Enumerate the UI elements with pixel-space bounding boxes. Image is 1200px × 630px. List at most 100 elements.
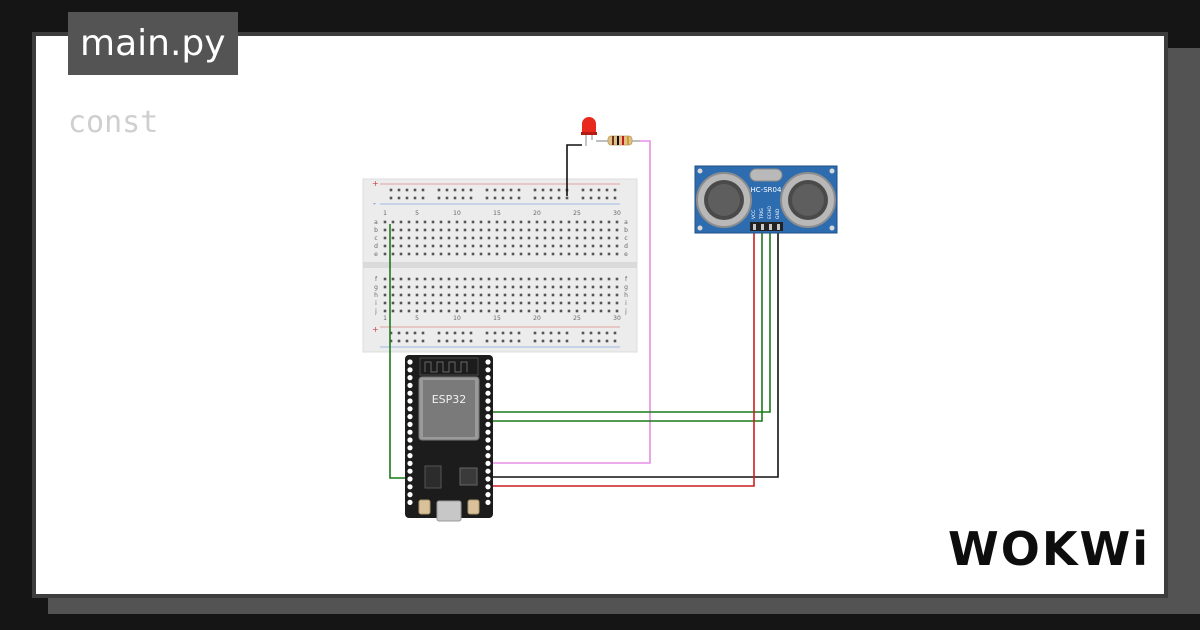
esp32-pin[interactable] (407, 468, 413, 474)
breadboard-hole (583, 309, 587, 313)
breadboard-hole (383, 236, 387, 240)
breadboard-hole (391, 220, 395, 224)
breadboard-hole (527, 277, 531, 281)
esp32-pin[interactable] (407, 367, 413, 373)
breadboard-hole (415, 301, 419, 305)
breadboard-hole (575, 252, 579, 256)
breadboard-hole (543, 301, 547, 305)
breadboard-hole (415, 293, 419, 297)
esp32-pin[interactable] (485, 460, 491, 466)
breadboard-hole (397, 188, 401, 192)
breadboard-hole (471, 220, 475, 224)
esp32-pin[interactable] (407, 460, 413, 466)
breadboard-hole (551, 252, 555, 256)
breadboard-hole (517, 188, 521, 192)
breadboard-hole (589, 339, 593, 343)
breadboard-hole (431, 301, 435, 305)
breadboard-hole (463, 301, 467, 305)
breadboard-row-label: g (624, 284, 628, 291)
breadboard-column-label: 15 (493, 210, 501, 217)
esp32-pin[interactable] (407, 445, 413, 451)
esp32-pin[interactable] (407, 499, 413, 505)
breadboard-hole (615, 244, 619, 248)
breadboard-hole (485, 339, 489, 343)
breadboard-hole (479, 252, 483, 256)
breadboard-hole (383, 285, 387, 289)
esp32-pin[interactable] (407, 382, 413, 388)
esp32-pin[interactable] (485, 429, 491, 435)
esp32-pin[interactable] (485, 484, 491, 490)
esp32-pin[interactable] (485, 468, 491, 474)
esp32-pin[interactable] (407, 398, 413, 404)
esp32-pin[interactable] (407, 390, 413, 396)
breadboard-hole (565, 339, 569, 343)
breadboard-hole (391, 301, 395, 305)
breadboard-hole (605, 188, 609, 192)
breadboard-hole (407, 301, 411, 305)
breadboard-hole (447, 285, 451, 289)
breadboard-hole (549, 331, 553, 335)
breadboard-hole (487, 220, 491, 224)
breadboard-hole (487, 277, 491, 281)
breadboard-hole (533, 188, 537, 192)
esp32-board[interactable]: ESP32 (405, 355, 493, 522)
led-red-icon[interactable] (582, 117, 596, 134)
breadboard-hole (509, 188, 513, 192)
esp32-pin[interactable] (407, 437, 413, 443)
sensor-pin-label: ECHO (767, 206, 773, 219)
esp32-pin[interactable] (407, 453, 413, 459)
esp32-pin[interactable] (485, 406, 491, 412)
esp32-pin[interactable] (407, 375, 413, 381)
breadboard-hole (479, 228, 483, 232)
esp32-pin[interactable] (485, 359, 491, 365)
usb-serial-chip (459, 467, 478, 486)
breadboard-hole (389, 331, 393, 335)
esp32-pin[interactable] (485, 437, 491, 443)
reset-button[interactable] (467, 499, 480, 515)
esp32-pin[interactable] (485, 375, 491, 381)
esp32-pin[interactable] (485, 492, 491, 498)
esp32-pin[interactable] (485, 382, 491, 388)
breadboard-hole (565, 196, 569, 200)
esp32-pin[interactable] (407, 414, 413, 420)
esp32-pin[interactable] (485, 414, 491, 420)
sensor-pin-label: VCC (751, 210, 757, 219)
wire-green-breadboard (389, 224, 410, 479)
esp32-pin[interactable] (485, 499, 491, 505)
esp32-pin[interactable] (407, 359, 413, 365)
esp32-pin[interactable] (407, 406, 413, 412)
breadboard-row-label: h (624, 292, 628, 299)
breadboard-hole (575, 228, 579, 232)
breadboard-hole (431, 277, 435, 281)
breadboard-hole (517, 196, 521, 200)
file-tab-main-py[interactable]: main.py (68, 12, 238, 75)
esp32-pin[interactable] (407, 484, 413, 490)
breadboard-hole (447, 293, 451, 297)
esp32-pin[interactable] (485, 367, 491, 373)
breadboard-hole (415, 228, 419, 232)
esp32-pin[interactable] (407, 421, 413, 427)
breadboard-hole (503, 277, 507, 281)
breadboard-hole (421, 331, 425, 335)
breadboard-hole (551, 301, 555, 305)
breadboard-hole (533, 331, 537, 335)
breadboard-hole (487, 236, 491, 240)
esp32-pin[interactable] (485, 476, 491, 482)
breadboard-hole (405, 196, 409, 200)
esp32-pin[interactable] (485, 445, 491, 451)
esp32-pin[interactable] (407, 429, 413, 435)
esp32-pin[interactable] (407, 476, 413, 482)
breadboard-hole (495, 236, 499, 240)
boot-button[interactable] (418, 499, 431, 515)
breadboard-hole (599, 220, 603, 224)
esp32-pin[interactable] (485, 390, 491, 396)
esp32-pin[interactable] (485, 453, 491, 459)
breadboard-hole (447, 301, 451, 305)
breadboard-hole (527, 220, 531, 224)
esp32-pin[interactable] (407, 492, 413, 498)
esp32-pin[interactable] (485, 421, 491, 427)
esp32-pin[interactable] (485, 398, 491, 404)
breadboard-column-label: 5 (415, 315, 419, 322)
